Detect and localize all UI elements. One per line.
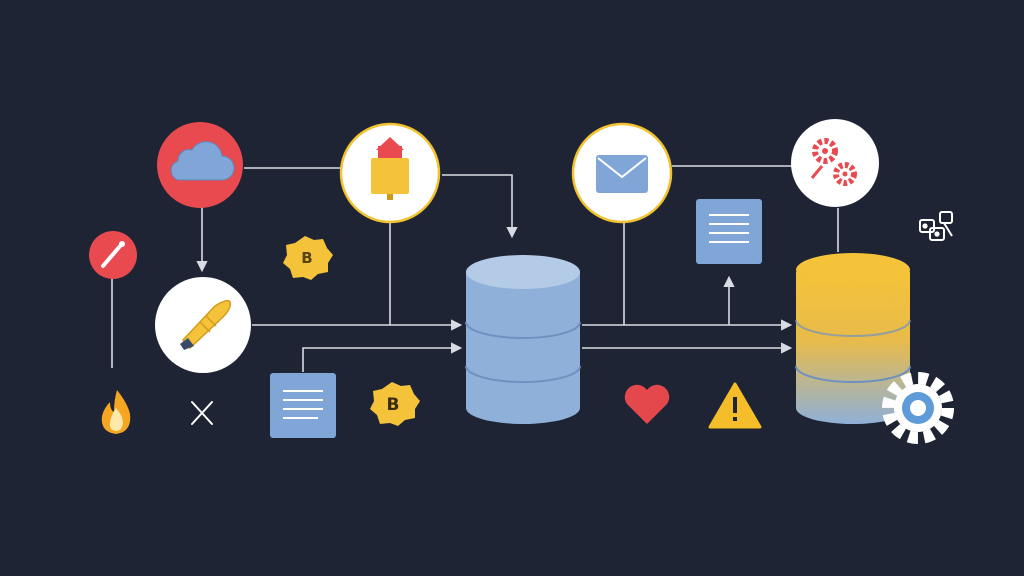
connector-document-database (302, 342, 463, 372)
flame-icon (101, 390, 131, 434)
warning-icon (708, 382, 762, 429)
badge-lower: B (370, 382, 420, 426)
house-icon (371, 137, 409, 200)
settings-icon[interactable] (882, 372, 954, 444)
heart-icon (624, 384, 670, 424)
right-database[interactable] (795, 253, 911, 424)
rocket-icon (180, 299, 232, 350)
gears-icon (810, 138, 857, 186)
document-left (270, 373, 336, 438)
central-database[interactable] (465, 255, 581, 424)
robot-icon (919, 211, 953, 241)
close-icon (191, 401, 213, 425)
cloud-node[interactable] (157, 122, 243, 208)
brush-node[interactable] (89, 231, 137, 279)
mail-icon (596, 155, 648, 193)
gears-node[interactable] (791, 119, 879, 207)
brush-icon (101, 241, 125, 268)
rocket-node[interactable] (155, 277, 251, 373)
badge-lower-label: B (387, 395, 400, 415)
badge-upper: B (283, 236, 333, 280)
cloud-icon (170, 141, 235, 181)
connectors (111, 165, 839, 372)
document-right (696, 199, 762, 264)
badge-upper-label: B (301, 249, 312, 267)
mail-node[interactable] (571, 122, 673, 224)
house-node[interactable] (339, 122, 441, 224)
connector-house-database (442, 174, 518, 239)
